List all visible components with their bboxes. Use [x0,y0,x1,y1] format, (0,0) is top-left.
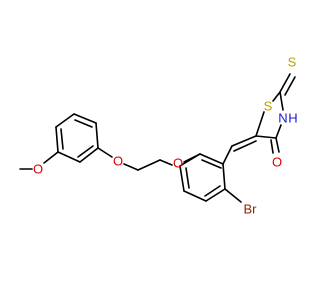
bond-ring2-c-inner [204,185,221,197]
atom-oxygen-carbonyl: O [272,155,282,170]
atom-label-layer: O O O Br S S N H O [33,55,298,217]
bond-ring1-b [55,113,75,128]
structure-svg: O O O Br S S N H O [19,55,298,217]
atom-oxygen-ether-2: O [173,156,183,171]
bond-ch2-o2 [159,159,173,166]
bond-ring2-e [179,165,185,192]
atom-bromine: Br [244,202,258,217]
bond-ring1-c-inner [74,119,93,128]
bond-aryl-o1 [97,147,113,158]
atom-nitrogen-hydrogen: H [288,111,297,126]
atom-oxygen-methoxy: O [33,162,43,177]
bond-ring2-c [205,188,226,202]
bond-ring2-b [222,163,226,190]
bond-ring2-a [199,153,224,165]
bond-ring2-e-inner [185,167,190,189]
atom-oxygen-ether-1: O [113,154,123,169]
bond-aryl-br [224,188,242,203]
bond-ring1-c [73,113,97,124]
bond-ring2-d [183,190,207,202]
bond-ring1-e-inner [77,145,94,158]
bond-o-aryl [43,151,59,164]
bond-ring1-d [95,122,99,149]
bond-ring1-a-inner [60,128,64,150]
bond-c2-s-thione [279,73,291,93]
bond-ch-c5 [231,135,257,147]
atom-nitrogen: N [278,111,287,126]
bond-c4-c5 [255,135,277,139]
bond-ring1-a [55,126,59,153]
bond-aryl-ch [222,145,233,165]
bond-c5-s1 [255,111,265,137]
bond-layer [19,73,296,203]
bond-c4-o-double [270,139,274,154]
bond-ring1-e [79,147,99,163]
atom-sulfur-ring: S [264,99,273,114]
bond-ch2-ch2 [137,159,161,171]
bond-c2-s-thione-double [284,76,296,96]
bond-ring1-f [57,151,81,163]
molecule-structure: O O O Br S S N H O [19,55,298,217]
atom-sulfur-thione: S [288,55,297,70]
bond-ring2-f [179,153,201,167]
bond-s1-c2 [272,91,281,102]
bond-ch-c5-double [233,140,257,152]
bond-o1-ch2 [123,163,139,171]
bond-c2-n3 [279,91,284,111]
bond-ring2-a-inner [201,159,222,169]
bond-c4-o [275,137,280,153]
bond-n3-c4 [275,124,282,139]
